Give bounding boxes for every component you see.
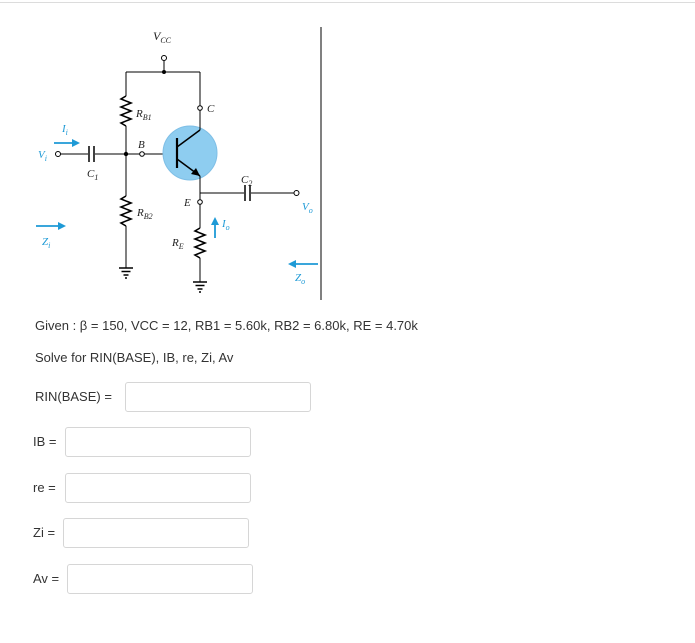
ii-arrow — [54, 139, 80, 147]
node-c-label: C — [207, 103, 215, 115]
ground-symbol — [119, 267, 133, 279]
zo-arrow — [288, 260, 318, 268]
av-field-label: Av = — [33, 571, 60, 586]
solve-text: Solve for RIN(BASE), IB, re, Zi, Av — [35, 350, 234, 365]
c2-label: C2 — [241, 174, 252, 188]
c1-capacitor — [88, 146, 95, 162]
zi-arrow — [36, 222, 66, 230]
node-b-label: B — [138, 139, 145, 151]
zi-input[interactable] — [63, 518, 249, 548]
vi-label: Vi — [38, 149, 47, 163]
rb1-resistor — [118, 95, 134, 127]
zi-field-label: Zi = — [33, 525, 56, 540]
re-resistor — [192, 227, 208, 259]
re-input[interactable] — [65, 473, 251, 503]
vcc-label: VCC — [153, 29, 172, 45]
rb1-label: RB1 — [135, 108, 152, 122]
vo-terminal — [293, 190, 300, 196]
ground-symbol — [193, 281, 207, 293]
vcc-terminal — [161, 55, 167, 74]
ii-label: Ii — [61, 123, 68, 137]
top-border — [0, 2, 695, 3]
re-field-label: re = — [33, 480, 56, 495]
zi-label: Zi — [42, 236, 50, 250]
ib-label: IB = — [33, 434, 57, 449]
rin-base-input[interactable] — [125, 382, 311, 412]
av-input[interactable] — [67, 564, 253, 594]
ib-input[interactable] — [65, 427, 251, 457]
rb2-label: RB2 — [136, 207, 153, 221]
transistor — [162, 110, 218, 181]
rin-base-label: RIN(BASE) = — [35, 389, 112, 404]
vo-label: Vo — [302, 201, 313, 215]
node-e — [197, 199, 203, 205]
given-text: Given : β = 150, VCC = 12, RB1 = 5.60k, … — [35, 318, 418, 333]
c2-capacitor — [244, 185, 251, 201]
node-e-label: E — [183, 197, 191, 209]
zo-label: Zo — [295, 272, 305, 286]
io-arrow — [211, 217, 219, 238]
circuit-diagram: VCC RB1 RB2 RE C1 C2 B C E Vi Vo Ii Io Z… — [36, 27, 322, 300]
re-label: RE — [171, 237, 184, 251]
node-b — [139, 151, 145, 157]
node-c — [197, 105, 203, 111]
io-label: Io — [221, 218, 230, 232]
c1-label: C1 — [87, 168, 98, 182]
rb2-resistor — [118, 195, 134, 227]
vi-terminal — [55, 151, 61, 157]
